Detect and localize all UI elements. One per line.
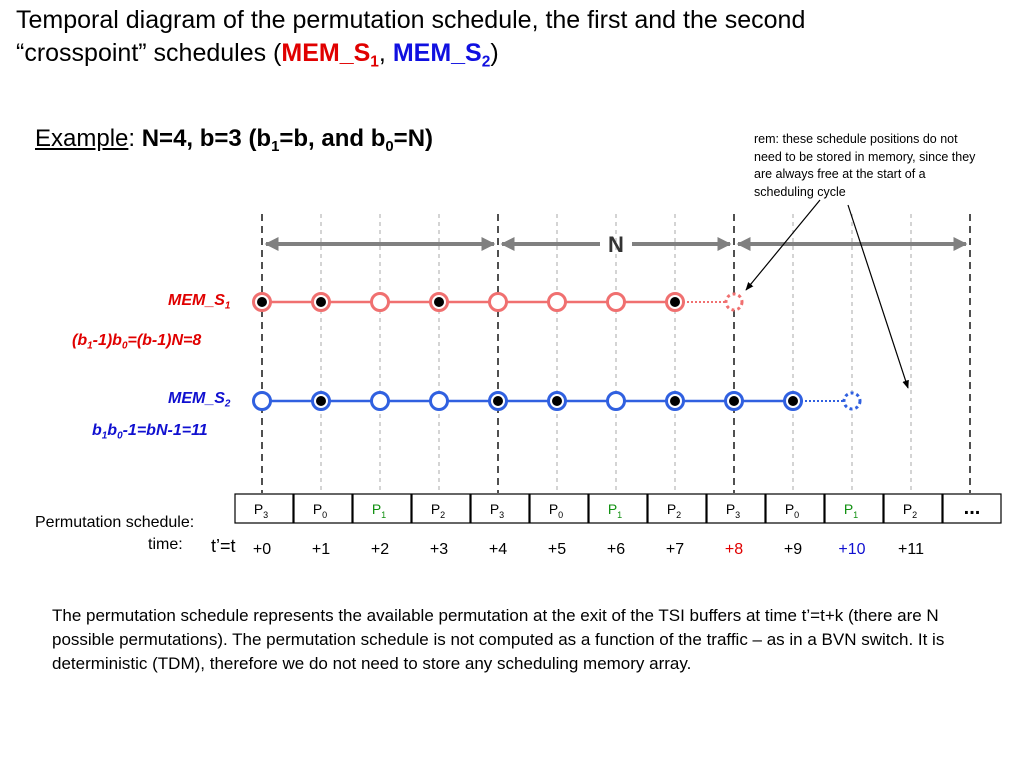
example-colon: : [128,125,142,152]
title-prefix: “crosspoint” schedules ( [16,39,282,67]
example-sub-2: 0 [385,139,394,156]
n-span-label: N [608,232,624,257]
permutation-cell [588,493,648,524]
mem-s2-empty-slot [370,391,390,411]
permutation-cell [765,493,825,524]
time-offset-label: +7 [666,541,684,558]
title-separator: , [378,39,393,67]
mem-s2-free-slot [842,391,862,411]
remark-note: rem: these schedule positions do not nee… [754,132,976,199]
permutation-cell [824,493,884,524]
permutation-cell [942,493,1002,524]
mem-s2-slot-dot [729,396,739,406]
time-offset-label: +4 [489,541,507,558]
mem-s1-slot-dot [434,297,444,307]
example-heading: Example: N=4, b=3 (b1=b, and b0=N) [35,124,434,156]
title-suffix: ) [490,39,499,67]
time-offset-label: +2 [371,541,389,558]
mem-s1-formula: (b1-1)b0=(b-1)N=8 [72,332,202,352]
time-offset-label: +5 [548,541,566,558]
time-offset-label: +8 [725,541,743,558]
mem-s2-formula-sub: 1 [101,430,108,442]
example-word: Example [35,125,129,152]
mem-s1-free-slot [724,292,744,312]
mem-s2-slot-dot [670,396,680,406]
mem-s1-label: MEM_S1 [168,292,231,312]
mem-s2-formula-part: b [107,422,118,439]
title-mem-s2: MEM_S2 [392,39,491,71]
permutation-cell-label: ... [964,497,981,519]
time-label: time: [148,536,183,553]
permutation-cell [293,493,353,524]
mem-s2-formula-part: -1=bN-1=11 [122,422,208,439]
mem-s1-empty-slot [606,292,626,312]
title-mem-s2-sub: 2 [481,53,491,71]
permutation-cell [234,493,294,524]
example-sub-1: 1 [271,139,280,156]
permutation-cell [470,493,530,524]
permutation-schedule-label: Permutation schedule: [35,514,195,531]
title-mem-s1-text: MEM_S [281,39,371,67]
title-mem-s1-sub: 1 [370,53,379,71]
time-offset-label: +11 [898,541,924,558]
mem-s2-slot-dot [552,396,562,406]
mem-s2-formula-sub: 0 [117,430,123,442]
mem-s1-slot-dot [670,297,680,307]
time-prefix: t’=t [211,536,236,556]
mem-s1-slot-dot [316,297,326,307]
time-offset-label: +9 [784,541,802,558]
time-offset-label: +1 [312,541,330,558]
remark-arrow-mem-s1 [745,199,821,291]
permutation-cell [647,493,707,524]
mem-s2-slot-dot [493,396,503,406]
example-part-3: =N) [393,125,434,152]
mem-s2-formula: b1b0-1=bN-1=11 [92,422,208,442]
mem-s2-slot-dot [316,396,326,406]
title-line-1: Temporal diagram of the permutation sche… [16,6,806,34]
permutation-cell [706,493,766,524]
mem-s2-label: MEM_S2 [168,390,231,410]
mem-s1-empty-slot [547,292,567,312]
mem-s2-empty-slot [429,391,449,411]
permutation-cell [352,493,412,524]
mem-s2-label-text: MEM_S [168,390,225,407]
mem-s1-empty-slot [488,292,508,312]
example-params: N=4, b=3 (b1=b, and b0=N) [141,125,434,156]
mem-s1-formula-part: =(b-1)N=8 [127,332,202,349]
mem-s2-empty-slot [252,391,272,411]
time-offset-label: +0 [253,541,271,558]
mem-s2-formula-part: b [92,422,102,439]
time-offset-label: +3 [430,541,448,558]
title-line-2: “crosspoint” schedules (MEM_S1, MEM_S2) [16,37,1016,70]
title-mem-s2-text: MEM_S [392,39,482,67]
permutation-cell [883,493,943,524]
mem-s2-label-sub: 2 [224,398,231,410]
example-part-1: N=4, b=3 (b [141,125,272,152]
mem-s2-empty-slot [606,391,626,411]
time-offset-label: +10 [838,541,865,558]
mem-s1-label-text: MEM_S [168,292,225,309]
mem-s1-formula-sub: 1 [87,340,93,352]
mem-s1-label-sub: 1 [224,300,231,312]
title-mem-s1: MEM_S1 [281,39,379,71]
mem-s1-formula-part: (b [72,332,88,349]
mem-s1-formula-sub: 0 [121,340,128,352]
mem-s1-slot-dot [257,297,267,307]
remark-arrow-mem-s2 [847,204,909,389]
permutation-cell [529,493,589,524]
mem-s1-formula-part: -1)b [92,332,122,349]
mem-s2-slot-dot [788,396,798,406]
slide-title: Temporal diagram of the permutation sche… [16,4,1016,70]
mem-s1-empty-slot [370,292,390,312]
description-paragraph: The permutation schedule represents the … [52,606,945,673]
example-part-2: =b, and b [279,125,386,152]
permutation-cell [411,493,471,524]
time-offset-label: +6 [607,541,625,558]
